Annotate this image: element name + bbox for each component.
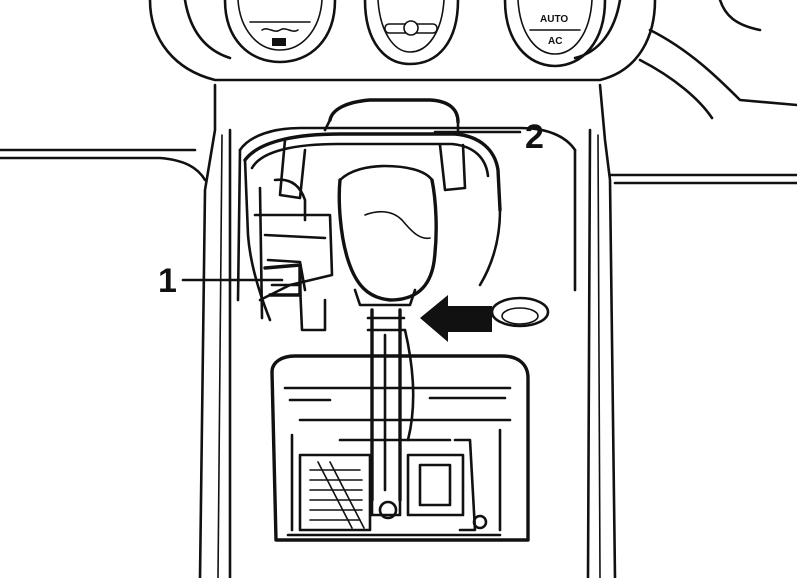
shift-shaft bbox=[366, 308, 415, 517]
callout-2-label: 2 bbox=[525, 118, 544, 156]
callout-2: 2 bbox=[433, 118, 544, 156]
callout-1: 1 bbox=[158, 262, 302, 300]
climate-control-panel: AUTO AC bbox=[148, 0, 657, 82]
right-climate-knob: AUTO AC bbox=[503, 0, 607, 68]
callout-1-label: 1 bbox=[158, 262, 177, 300]
shift-mechanism bbox=[286, 438, 502, 537]
cup-holder-recess bbox=[490, 296, 550, 328]
shifter-trim-frame bbox=[243, 132, 502, 332]
knob-label-ac: AC bbox=[548, 36, 562, 47]
dashboard-side-lines bbox=[0, 0, 797, 185]
center-console bbox=[198, 83, 617, 578]
shift-knob bbox=[323, 98, 460, 307]
lower-console-opening bbox=[270, 354, 530, 542]
left-climate-knob bbox=[223, 0, 337, 64]
direction-arrow-icon bbox=[420, 295, 492, 342]
center-climate-knob bbox=[363, 0, 460, 66]
knob-label-auto: AUTO bbox=[540, 14, 568, 25]
